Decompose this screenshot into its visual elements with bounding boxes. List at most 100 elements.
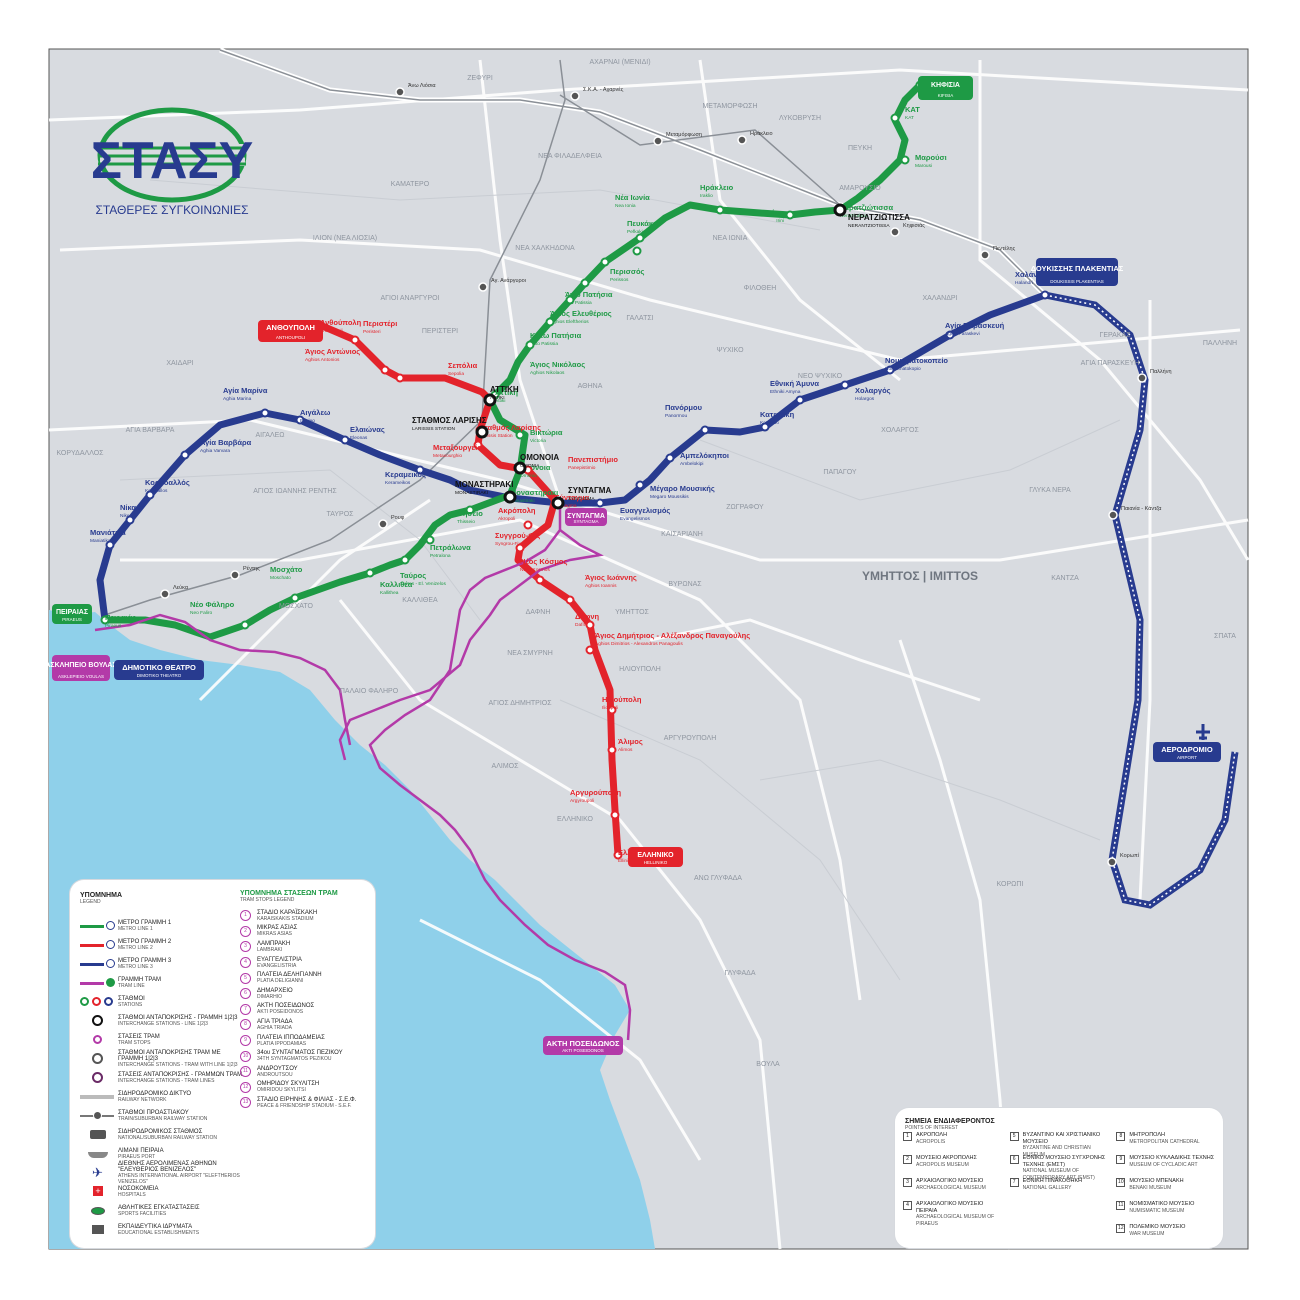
- terminal-box[interactable]: [628, 847, 683, 867]
- area-label: ΑΜΑΡΟΥΣΙΟ: [839, 185, 881, 192]
- line3-station-dot[interactable]: [180, 450, 190, 460]
- terminal-box[interactable]: [114, 660, 204, 680]
- interchange-dot[interactable]: [503, 490, 517, 504]
- terminal-box[interactable]: [565, 508, 607, 526]
- line3-station-dot[interactable]: [795, 395, 805, 405]
- line3-station-dot[interactable]: [665, 453, 675, 463]
- rail-station-dot[interactable]: [478, 282, 488, 292]
- line1-station-dot[interactable]: [365, 568, 375, 578]
- airport-icon: [1196, 724, 1210, 740]
- line1-station-dot[interactable]: [715, 205, 725, 215]
- terminal-box[interactable]: [52, 655, 110, 681]
- legend-item-label: ΓΡΑΜΜΗ ΤΡΑΜ: [118, 976, 161, 983]
- tram-stop-label-en: KARAISKAKIS STADIUM: [257, 915, 314, 922]
- line3-station-dot[interactable]: [340, 435, 350, 445]
- rail-station-dot[interactable]: [230, 570, 240, 580]
- line2-station-dot[interactable]: [523, 520, 533, 530]
- area-label: ΝΕΟ ΨΥΧΙΚΟ: [798, 373, 843, 380]
- line2-station-dot[interactable]: [610, 810, 620, 820]
- terminal-box[interactable]: [1153, 742, 1221, 762]
- rail-station-dot[interactable]: [653, 136, 663, 146]
- line3-station-name-en: Egaleo: [300, 418, 315, 424]
- tram-stop-label-en: AGHIA TRIADA: [257, 1024, 292, 1031]
- line1-station-dot[interactable]: [525, 340, 535, 350]
- rail-station-dot[interactable]: [1108, 510, 1118, 520]
- line3-station-dot[interactable]: [885, 365, 895, 375]
- line1-station-dot[interactable]: [240, 620, 250, 630]
- line1-station-dot[interactable]: [900, 155, 910, 165]
- poi-number: 1: [903, 1132, 912, 1141]
- line1-station-dot[interactable]: [465, 505, 475, 515]
- tram-icon: [80, 977, 118, 989]
- line3-station-dot[interactable]: [840, 380, 850, 390]
- rail-station-dot[interactable]: [570, 91, 580, 101]
- line1-station-dot[interactable]: [635, 233, 645, 243]
- interchange-dot[interactable]: [475, 425, 489, 439]
- rail-station-dot[interactable]: [160, 589, 170, 599]
- line2-station-dot[interactable]: [380, 365, 390, 375]
- line1-station-dot[interactable]: [785, 210, 795, 220]
- line2-station-dot[interactable]: [607, 745, 617, 755]
- line2-station-dot[interactable]: [535, 575, 545, 585]
- terminal-box[interactable]: [258, 320, 323, 342]
- terminal-box[interactable]: [918, 76, 973, 100]
- line1-station-dot[interactable]: [580, 278, 590, 288]
- line3-station-dot[interactable]: [260, 408, 270, 418]
- line3-station-dot[interactable]: [125, 515, 135, 525]
- line3-station-dot[interactable]: [635, 480, 645, 490]
- rail-station-dot[interactable]: [395, 87, 405, 97]
- terminal-box[interactable]: [543, 1036, 623, 1055]
- line2-station-dot[interactable]: [585, 645, 595, 655]
- line2-station-dot[interactable]: [565, 595, 575, 605]
- line3-station-dot[interactable]: [105, 540, 115, 550]
- line1-station-dot[interactable]: [565, 295, 575, 305]
- terminal-box[interactable]: [52, 604, 92, 624]
- interchange-dot[interactable]: [833, 203, 847, 217]
- line1-station-name: Μαρούσι: [915, 153, 947, 162]
- terminal-box[interactable]: [1036, 258, 1118, 286]
- line1-station-dot[interactable]: [890, 113, 900, 123]
- line3-station-dot[interactable]: [415, 465, 425, 475]
- line1-station-dot[interactable]: [600, 257, 610, 267]
- area-label: ΝΕΑ ΦΙΛΑΔΕΛΦΕΙΑ: [538, 153, 602, 160]
- line3-station-dot[interactable]: [145, 490, 155, 500]
- line2-station-dot[interactable]: [350, 335, 360, 345]
- area-label: ΚΑΙΣΑΡΙΑΝΗ: [661, 531, 703, 538]
- ring2-icon: [80, 1052, 118, 1065]
- line2-station-dot[interactable]: [613, 850, 623, 860]
- interchange-dot[interactable]: [513, 461, 527, 475]
- line2-station-dot[interactable]: [395, 373, 405, 383]
- line2-station-dot[interactable]: [607, 705, 617, 715]
- line3-station-dot[interactable]: [295, 415, 305, 425]
- line1-station-dot[interactable]: [290, 593, 300, 603]
- line2-station-dot[interactable]: [473, 440, 483, 450]
- line3-station-dot[interactable]: [595, 498, 605, 508]
- line1-station-dot[interactable]: [400, 555, 410, 565]
- interchange-dot[interactable]: [551, 496, 565, 510]
- rail-station-dot[interactable]: [737, 135, 747, 145]
- line3-station-dot[interactable]: [700, 425, 710, 435]
- line2-station-dot[interactable]: [585, 620, 595, 630]
- line1-station-dot[interactable]: [100, 615, 110, 625]
- rail-station-dot[interactable]: [890, 227, 900, 237]
- line1-station-name-en: Kallithea: [380, 590, 399, 596]
- line3-station-dot[interactable]: [760, 422, 770, 432]
- line3-station-name: Αγία Παρασκευή: [945, 321, 1005, 330]
- interchange-dot[interactable]: [483, 393, 497, 407]
- line3-station-dot[interactable]: [1040, 290, 1050, 300]
- rail-station-dot[interactable]: [1137, 373, 1147, 383]
- line3-station-name: Ελαιώνας: [350, 425, 385, 434]
- rail-station-dot[interactable]: [1107, 857, 1117, 867]
- line2-station-dot[interactable]: [515, 543, 525, 553]
- line1-station-dot[interactable]: [632, 246, 642, 256]
- line1-station-dot[interactable]: [515, 430, 525, 440]
- legend-item: ΣΤΑΘΜΟΙ ΑΝΤΑΠΟΚΡΙΣΗΣ ΤΡΑΜ ΜΕ ΓΡΑΜΜΗ 1|2|…: [80, 1049, 245, 1068]
- line1-station-dot[interactable]: [545, 317, 555, 327]
- line1-station-dot[interactable]: [425, 535, 435, 545]
- tramstop-icon: [80, 1034, 118, 1046]
- line3-station-dot[interactable]: [945, 330, 955, 340]
- terminal-name-en: DIMOTIKO THEATRO: [137, 673, 182, 678]
- rail-station-dot[interactable]: [980, 250, 990, 260]
- rail-station-dot[interactable]: [378, 519, 388, 529]
